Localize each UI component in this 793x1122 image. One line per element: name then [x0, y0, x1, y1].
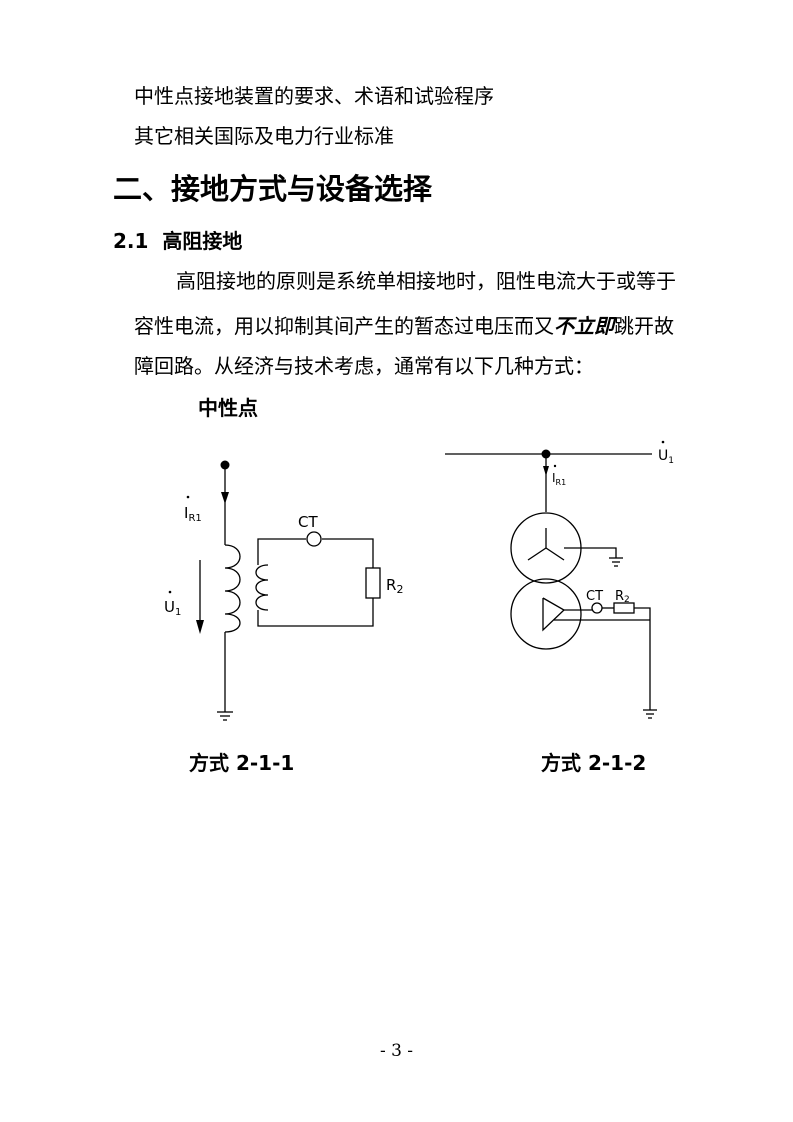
section-heading: 二、接地方式与设备选择 — [113, 172, 433, 206]
paragraph-text: 跳开故 — [614, 314, 674, 338]
resistor-label: R2 — [615, 589, 630, 605]
node-dot — [220, 460, 230, 470]
figure-label: 中性点 — [198, 396, 258, 420]
figure-caption: 方式 2-1-1 — [189, 751, 295, 775]
diagram-2-1-2: U1 IR1 CT R2 — [445, 440, 674, 719]
emphasis-text: 不立即 — [554, 314, 614, 338]
current-label: IR1 — [184, 504, 202, 524]
subsection-number: 2.1 — [113, 229, 149, 253]
resistor-label: R2 — [386, 576, 403, 596]
ct-label: CT — [298, 513, 318, 531]
figure-caption: 方式 2-1-2 — [541, 751, 647, 775]
list-item: 其它相关国际及电力行业标准 — [134, 124, 394, 148]
list-item: 中性点接地装置的要求、术语和试验程序 — [134, 84, 494, 108]
subsection-heading: 2.1 高阻接地 — [113, 229, 242, 253]
ct-label: CT — [586, 589, 603, 604]
paragraph-line: 障回路。从经济与技术考虑，通常有以下几种方式： — [134, 354, 594, 378]
subsection-title: 高阻接地 — [162, 229, 243, 253]
voltage-label: U1 — [164, 598, 181, 618]
voltage-label: U1 — [658, 448, 674, 466]
paragraph-line: 容性电流，用以抑制其间产生的暂态过电压而又不立即跳开故 — [134, 314, 674, 338]
paragraph-line: 高阻接地的原则是系统单相接地时，阻性电流大于或等于 — [176, 269, 676, 293]
page-number: - 3 - — [379, 1041, 414, 1061]
paragraph-text: 容性电流，用以抑制其间产生的暂态过电压而又 — [134, 314, 554, 338]
node-dot — [541, 449, 551, 459]
diagram-2-1-1: IR1 U1 CT R2 — [164, 460, 403, 721]
current-label: IR1 — [552, 471, 566, 487]
